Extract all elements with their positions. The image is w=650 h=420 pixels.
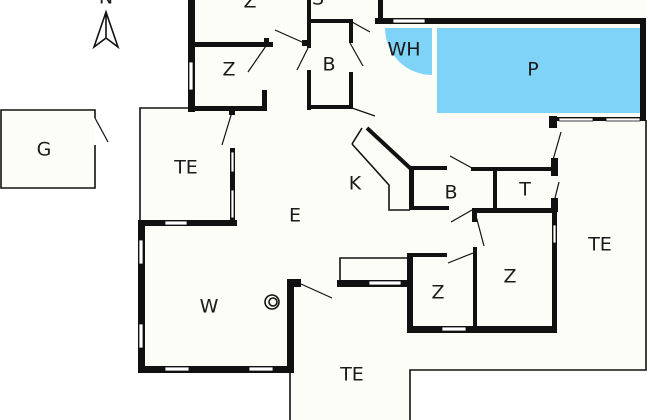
- room-label-terrace-right: TE: [587, 234, 612, 256]
- stove-icon: [264, 294, 280, 310]
- whirlpool: [385, 28, 432, 75]
- door-swings: [221, 21, 562, 299]
- outlines: [139, 107, 647, 420]
- room-label-pool: P: [527, 59, 538, 81]
- room-label-bath-top: B: [322, 54, 335, 76]
- room-label-terrace-left: TE: [173, 157, 198, 179]
- room-label-garage: G: [37, 139, 52, 161]
- room-label-bath-mid: B: [444, 182, 457, 204]
- room-label-s: S: [312, 0, 324, 10]
- garage-outline: [0, 109, 109, 189]
- walls: [138, 0, 646, 373]
- room-label-bedroom-top: Z: [243, 0, 256, 13]
- room-label-living: E: [289, 205, 301, 227]
- pool: [437, 28, 640, 113]
- room-label-bedroom-right: Z: [503, 266, 516, 288]
- north-label: N: [99, 0, 113, 9]
- room-label-kitchen: K: [349, 173, 362, 195]
- room-label-whirlpool: WH: [387, 39, 420, 61]
- room-label-lounge: W: [200, 296, 219, 318]
- room-label-terrace-bottom: TE: [339, 364, 364, 386]
- room-label-bedroom-small: Z: [431, 282, 444, 304]
- room-label-bedroom-left: Z: [222, 59, 235, 81]
- north-arrow-icon: N: [92, 0, 120, 50]
- room-label-toilet: T: [518, 179, 531, 201]
